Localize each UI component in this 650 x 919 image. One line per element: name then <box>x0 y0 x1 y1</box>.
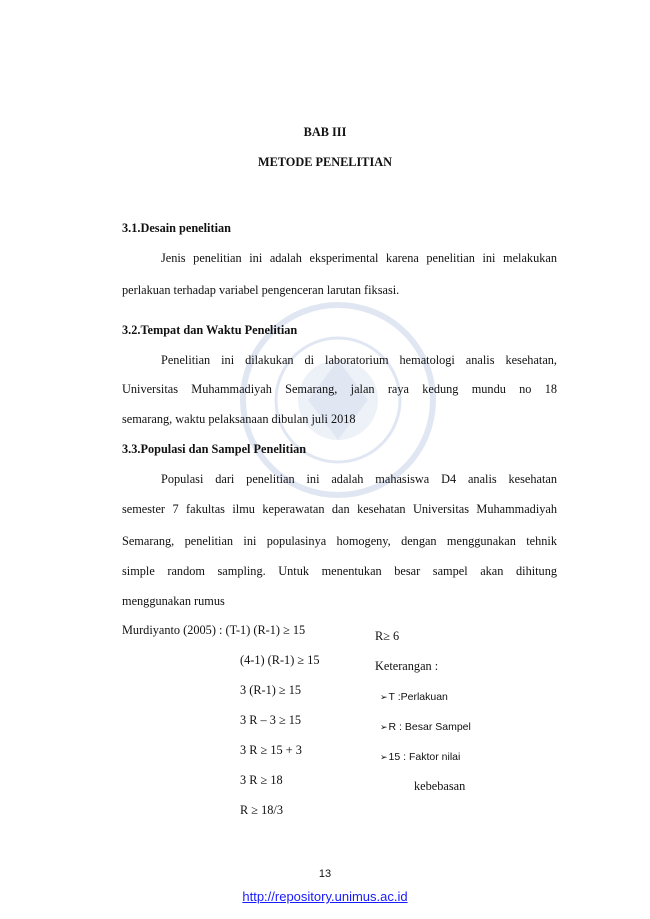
paragraph-line: menggunakan rumus <box>122 594 225 608</box>
legend-item: ➢R : Besar Sampel <box>380 721 471 733</box>
formula-line: 3 R ≥ 15 + 3 <box>240 743 302 757</box>
paragraph-line: simple random sampling. Untuk menentukan… <box>122 564 557 578</box>
chapter-number: BAB III <box>303 125 347 139</box>
legend-continuation: kebebasan <box>414 779 466 793</box>
formula-line: 3 (R-1) ≥ 15 <box>240 683 302 697</box>
formula-line: 3 R ≥ 18 <box>240 773 283 787</box>
arrow-bullet-icon: ➢ <box>380 723 388 733</box>
paragraph-line: perlakuan terhadap variabel pengenceran … <box>122 283 400 297</box>
paragraph-line: Universitas Muhammadiyah Semarang, jalan… <box>122 382 557 396</box>
formula-line: R ≥ 18/3 <box>240 803 283 817</box>
legend-title: Keterangan : <box>375 659 439 673</box>
paragraph-line: semester 7 fakultas ilmu keperawatan dan… <box>122 502 557 516</box>
repository-link[interactable]: http://repository.unimus.ac.id <box>242 889 408 904</box>
section-heading-desain: 3.1.Desain penelitian <box>122 221 231 235</box>
formula-line: (4-1) (R-1) ≥ 15 <box>240 653 320 667</box>
arrow-bullet-icon: ➢ <box>380 693 388 703</box>
formula-line: 3 R – 3 ≥ 15 <box>240 713 302 727</box>
paragraph-line: Penelitian ini dilakukan di laboratorium… <box>161 353 557 367</box>
paragraph-line: Populasi dari penelitian ini adalah maha… <box>161 472 557 486</box>
paragraph-line: Semarang, penelitian ini populasinya hom… <box>122 534 557 548</box>
paragraph-line: semarang, waktu pelaksanaan dibulan juli… <box>122 412 356 426</box>
chapter-title: METODE PENELITIAN <box>257 155 393 169</box>
formula-line: Murdiyanto (2005) : (T-1) (R-1) ≥ 15 <box>122 623 306 637</box>
legend-item: ➢15 : Faktor nilai <box>380 751 461 763</box>
section-heading-tempat-waktu: 3.2.Tempat dan Waktu Penelitian <box>122 323 298 337</box>
paragraph-line: Jenis penelitian ini adalah eksperimenta… <box>161 251 557 265</box>
page-number: 13 <box>318 868 332 880</box>
section-heading-populasi-sampel: 3.3.Populasi dan Sampel Penelitian <box>122 442 307 456</box>
arrow-bullet-icon: ➢ <box>380 753 388 763</box>
legend-item: ➢T :Perlakuan <box>380 691 448 703</box>
formula-result: R≥ 6 <box>375 629 400 643</box>
